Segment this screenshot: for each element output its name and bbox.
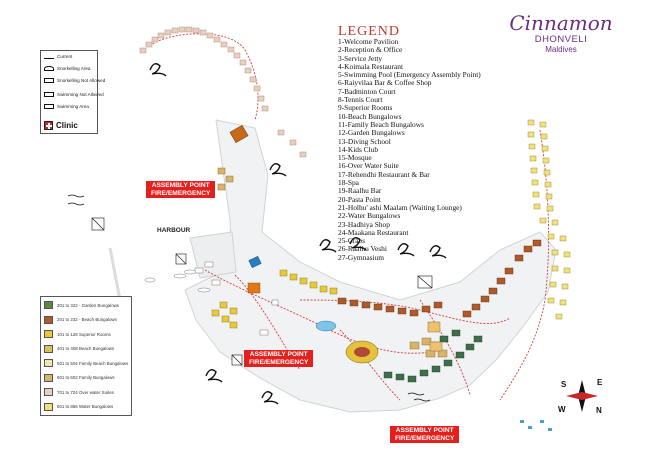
beach-bungalows — [337, 239, 542, 318]
room-key-label: 301 to 322 - Garden Bungalows — [57, 302, 119, 308]
legend-item: 11-Family Beach Bungalows — [338, 119, 424, 129]
legend-item: 22-Water Bungalows — [338, 211, 401, 221]
legend-item: 12-Garden Bungalows — [338, 128, 405, 138]
key-swimming-area: Swimming Area — [44, 104, 89, 110]
activity-key: Current Snorkelling Area Snorkelling Not… — [40, 50, 105, 134]
room-key-label: 101 to 128 Superior Rooms — [57, 331, 111, 337]
room-key-row: 701 to 724 Over water Suites — [44, 388, 114, 396]
boats — [144, 269, 211, 293]
room-swatch-icon — [44, 388, 53, 396]
legend-item: 25-Crabs — [338, 236, 366, 246]
key-snorkelling-not-allowed: Snorkelling Not Allowed — [44, 78, 105, 84]
resort-name: DHONVELI — [534, 34, 588, 45]
legend-item: 6-Raiyvilaa Bar & Coffee Shop — [338, 78, 432, 88]
legend-item: 19-Raalhu Bar — [338, 186, 382, 196]
legend-item: 20-Pasta Point — [338, 194, 381, 204]
compass-e: E — [597, 378, 603, 387]
legend-item: 15-Mosque — [338, 153, 372, 163]
legend-item: 4-Koimala Restaurant — [338, 61, 404, 71]
legend-item: 21-Holhu' ashi Maalam (Waiting Lounge) — [338, 202, 462, 212]
swimming-pool — [315, 320, 337, 332]
resort-location: Maldives — [545, 45, 577, 54]
room-key-row: 601 to 602 Family Bungalows — [44, 373, 115, 382]
room-type-key: 301 to 322 - Garden Bungalows 201 to 232 … — [40, 296, 132, 416]
water-bungalows-spine — [527, 119, 571, 320]
legend-item: 1-Welcome Pavilion — [338, 37, 399, 46]
room-key-row: 501 to 504 Family Beach Bungalows — [44, 359, 128, 367]
legend-item: 18-Spa — [338, 178, 359, 188]
room-swatch-icon — [44, 402, 53, 411]
legend-item: 13-Diving School — [338, 136, 391, 146]
legend-title: LEGEND — [338, 24, 400, 39]
harbour-label: HARBOUR — [157, 227, 191, 234]
room-swatch-icon — [44, 315, 53, 324]
garden-bungalows — [383, 329, 483, 383]
compass-n: N — [596, 406, 602, 415]
spa — [429, 341, 443, 352]
reef — [520, 420, 552, 431]
legend-item: 27-Gymnasium — [338, 252, 384, 262]
snorkel-markers — [149, 63, 447, 405]
clinic-icon — [44, 121, 53, 131]
brand-logo: Cinnamon DHONVELI Maldives — [506, 12, 616, 55]
legend-item: 17-Rehendhi Restaurant & Bar — [338, 169, 430, 179]
restaurant-main — [427, 321, 441, 333]
brand-name: Cinnamon — [509, 11, 613, 35]
key-swimming-not-allowed: Swimming Not Allowed — [44, 92, 104, 98]
legend-item: 10-Beach Bungalows — [338, 111, 402, 121]
key-snorkelling-area: Snorkelling Area — [44, 66, 90, 72]
legend-item: 9-Superior Rooms — [338, 103, 393, 113]
room-key-row: 801 to 856 Water Bungalows — [44, 402, 114, 411]
kids-club — [247, 282, 261, 294]
legend-item: 3-Service Jetty — [338, 53, 383, 63]
room-key-label: 601 to 602 Family Bungalows — [57, 375, 115, 380]
room-key-row: 401 to 408 Beach Bungalows — [44, 344, 115, 353]
island-landmass — [184, 119, 557, 413]
legend-item: 26-Raalhu Veshi — [338, 244, 387, 254]
legend-item: 5-Swimming Pool (Emergency Assembly Poin… — [338, 70, 481, 80]
room-swatch-icon — [44, 344, 53, 353]
overwater-suites-arc — [139, 26, 307, 158]
compass-w: W — [558, 405, 566, 414]
room-key-row: 301 to 322 - Garden Bungalows — [44, 301, 119, 309]
compass-s: S — [561, 380, 567, 389]
superior-rooms — [211, 269, 338, 329]
service-buildings — [194, 261, 279, 336]
welcome-pavilion — [229, 124, 249, 144]
room-key-label: 801 to 856 Water Bungalows — [57, 404, 114, 409]
room-key-label: 201 to 232 - Beach Bungalows — [57, 317, 117, 322]
room-key-label: 501 to 504 Family Beach Bungalows — [57, 360, 129, 366]
legend-item: 14-Kids Club — [338, 144, 379, 154]
room-key-label: 401 to 408 Beach Bungalows — [57, 346, 115, 351]
breakwater — [108, 247, 122, 301]
room-swatch-icon — [44, 359, 53, 367]
no-swimming-markers — [91, 217, 433, 366]
room-key-row: 201 to 232 - Beach Bungalows — [44, 315, 117, 324]
key-clinic: Clinic — [44, 121, 78, 131]
room-key-label: 701 to 724 Over water Suites — [57, 389, 114, 395]
room-swatch-icon — [44, 301, 53, 309]
legend-item: 24-Maakana Restaurant — [338, 227, 409, 237]
room-key-row: 101 to 128 Superior Rooms — [44, 330, 111, 338]
room-swatch-icon — [44, 373, 53, 382]
legend-item: 23-Hadhiya Shop — [338, 219, 390, 229]
compass — [566, 380, 598, 412]
legend-item: 16-Over Water Suite — [338, 161, 399, 171]
harbour-jetty — [189, 231, 237, 279]
key-current: Current — [44, 54, 72, 60]
legend-item: 8-Tennis Court — [338, 95, 383, 105]
room-swatch-icon — [44, 330, 53, 338]
legend-item: 7-Badminton Court — [338, 86, 396, 96]
legend-item: 2-Reception & Office — [338, 45, 403, 55]
dive-school — [248, 255, 262, 269]
